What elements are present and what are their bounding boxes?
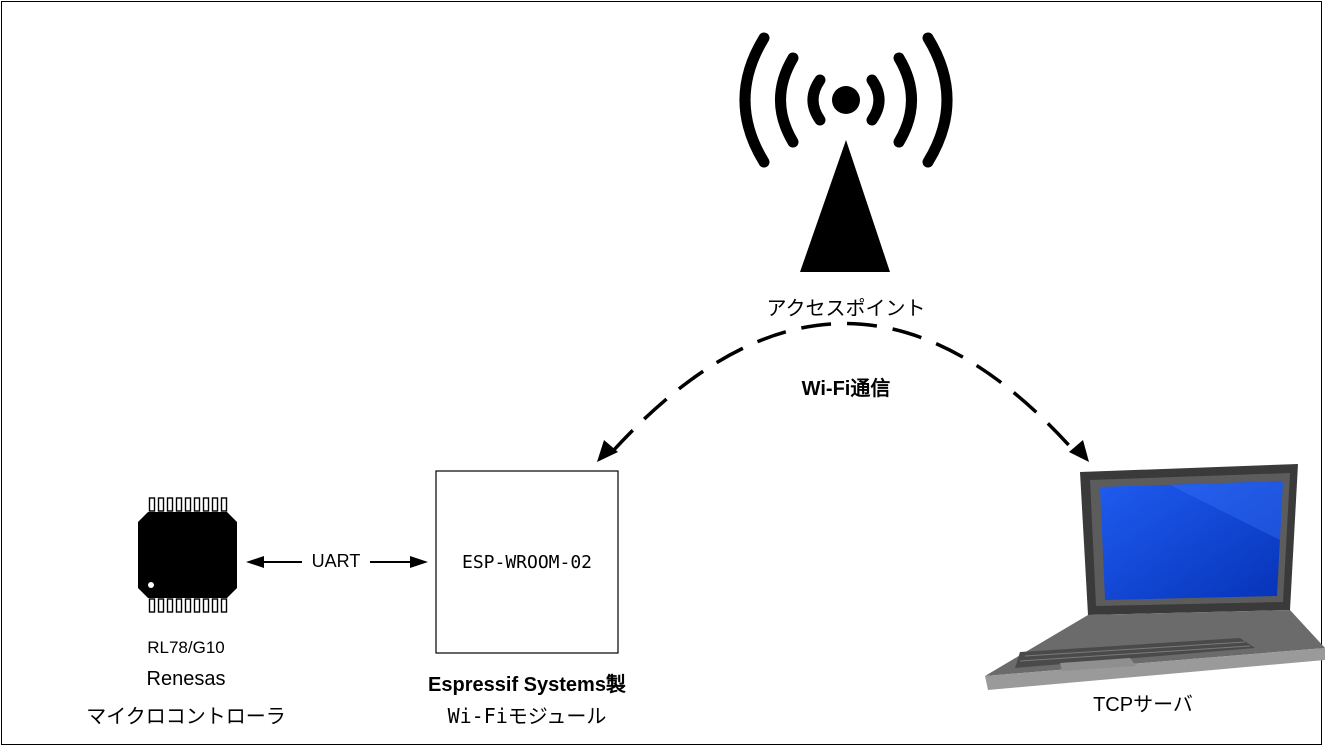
laptop-icon [985, 464, 1325, 690]
access-point-label: アクセスポイント [766, 298, 926, 320]
module-type-label: Wi-Fiモジュール [447, 704, 607, 728]
mcu-type-label: マイクロコントローラ [86, 706, 286, 728]
mcu-maker-label: Renesas [146, 668, 226, 690]
chip-pin [175, 497, 183, 512]
chip-pin [220, 497, 228, 512]
chip-pin [184, 497, 192, 512]
chip-pin [148, 598, 156, 613]
chip-pin [193, 497, 201, 512]
module-name: ESP-WROOM-02 [461, 552, 593, 573]
chip-pin [157, 598, 165, 613]
uart-label: UART [311, 551, 361, 571]
wifi-arrow-left [597, 440, 618, 462]
chip-pin [166, 598, 174, 613]
chip-pin [211, 497, 219, 512]
wifi-arrow-right [1069, 440, 1089, 462]
wifi-tower-icon [739, 32, 953, 272]
chip-pin [184, 598, 192, 613]
chip-pin [157, 497, 165, 512]
mcu-part-label: RL78/G10 [147, 638, 225, 657]
module-box [435, 470, 619, 654]
chip-pin [202, 598, 210, 613]
chip-icon [138, 497, 237, 613]
chip-pin [202, 497, 210, 512]
chip-pin [211, 598, 219, 613]
chip-pin [166, 497, 174, 512]
uart-arrow [246, 556, 428, 568]
wifi-link-label: Wi-Fi通信 [801, 378, 891, 400]
chip-pin [193, 598, 201, 613]
module-maker-label: Espressif Systems製 [428, 674, 626, 696]
chip-pin [175, 598, 183, 613]
chip-pin [220, 598, 228, 613]
server-label: TCPサーバ [1093, 694, 1193, 716]
chip-pin [148, 497, 156, 512]
